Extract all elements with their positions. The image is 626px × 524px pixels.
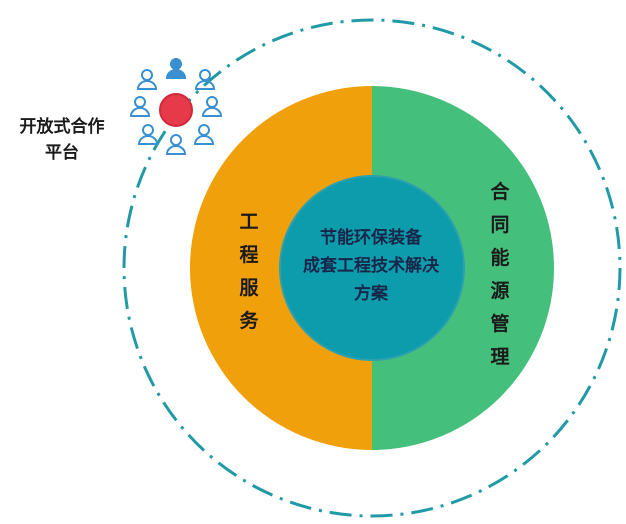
left-half-label-char: 工	[239, 211, 259, 233]
platform-label-line1: 开放式合作	[19, 117, 105, 137]
left-half-label: 工程服务	[234, 206, 264, 338]
right-half-label-char: 源	[490, 280, 510, 302]
right-half-label: 合同能源管理	[485, 176, 515, 374]
right-half-label-char: 理	[490, 346, 510, 368]
left-half-label-char: 务	[239, 310, 259, 332]
platform-label-line2: 平台	[45, 143, 79, 163]
people-network-icon	[129, 58, 223, 155]
center-label-line2: 成套工程技术解决	[303, 256, 439, 276]
platform-label: 开放式合作 平台	[0, 114, 124, 166]
center-circle	[279, 175, 465, 361]
center-label-line1: 节能环保装备	[320, 228, 422, 248]
right-half-label-char: 管	[490, 313, 510, 335]
center-label: 节能环保装备 成套工程技术解决 方案	[283, 224, 459, 308]
center-label-line3: 方案	[354, 284, 388, 304]
right-half-label-char: 同	[490, 214, 510, 236]
left-half-label-char: 服	[239, 277, 259, 299]
outer-dashed-ring	[122, 18, 622, 518]
right-half-label-char: 合	[490, 181, 510, 203]
left-half-label-char: 程	[239, 244, 259, 266]
right-half-label-char: 能	[490, 247, 510, 269]
